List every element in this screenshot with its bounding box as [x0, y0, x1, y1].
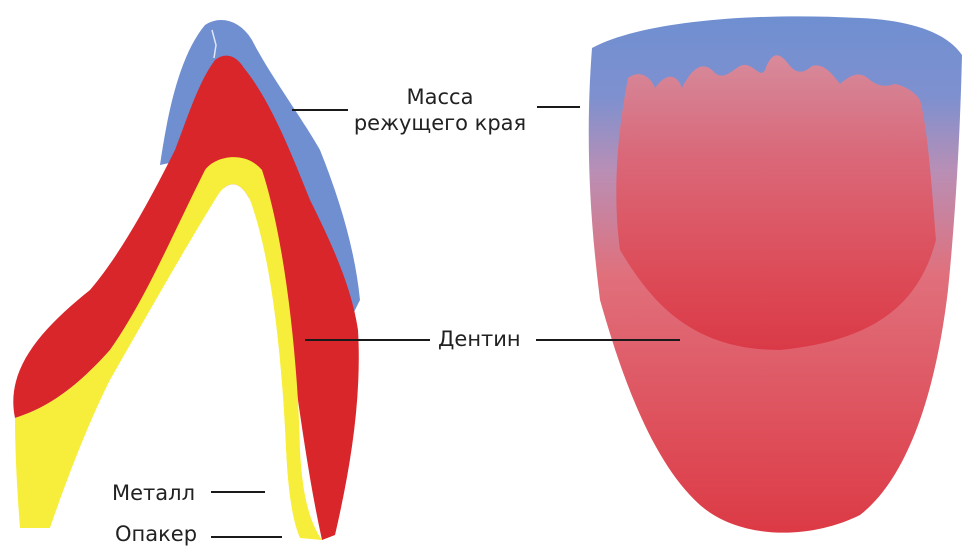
- cross-section-tooth: [13, 20, 360, 547]
- opaquer-label: Опакер: [115, 521, 197, 547]
- dentin-mamelons: [616, 55, 936, 350]
- metal-label: Металл: [112, 480, 195, 506]
- front-view-tooth: [589, 16, 962, 532]
- incisal-mass-label: Масса режущего края: [340, 84, 540, 137]
- incisal-mass-label-line1: Масса: [340, 84, 540, 110]
- dentin-label: Дентин: [438, 326, 521, 352]
- incisal-mass-label-line2: режущего края: [340, 110, 540, 136]
